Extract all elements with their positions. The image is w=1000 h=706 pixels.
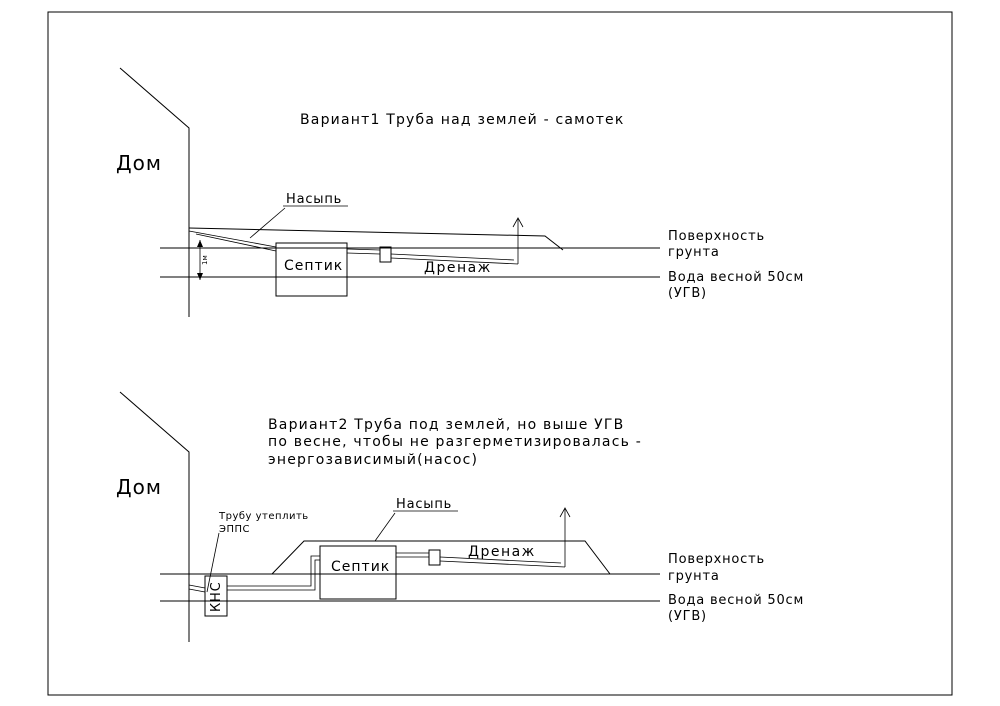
variant1-filter-box bbox=[379, 246, 392, 263]
variant2-kns-label: КНС bbox=[209, 582, 224, 612]
variant1-septic-tank bbox=[275, 242, 348, 297]
variant2-title-line1: Вариант2 Труба под землей, но выше УГВ bbox=[268, 417, 624, 433]
variant1-surface-label-line1: Поверхность bbox=[668, 229, 765, 244]
variant2-house-roof bbox=[119, 391, 190, 642]
variant2-embankment-label: Насыпь bbox=[396, 497, 452, 512]
variant1-drain-pipe-bottom bbox=[390, 257, 519, 265]
variant1-embankment-label: Насыпь bbox=[286, 192, 342, 207]
variant2-filter-box bbox=[428, 549, 441, 566]
variant2-pressure-pipe-bottom bbox=[227, 559, 320, 591]
variant2-insulate-label-line2: ЭППС bbox=[219, 524, 250, 535]
variant1-water-label-line1: Вода весной 50см bbox=[668, 270, 804, 285]
variant1-septic-label: Септик bbox=[284, 258, 343, 274]
variant2-insulate-label-line1: Трубу утеплить bbox=[218, 511, 309, 522]
variant2-septic-label: Септик bbox=[331, 559, 390, 575]
variant1-house-roof bbox=[119, 67, 190, 317]
variant1-surface-label-line2: грунта bbox=[668, 245, 720, 260]
variant2-kns-pump-station bbox=[204, 575, 228, 617]
variant2-house-pipe-top bbox=[188, 584, 206, 589]
variant1-drain-pipe-top bbox=[390, 253, 515, 261]
variant2-title-line3: энергозависимый(насос) bbox=[268, 452, 478, 468]
variant1-pipe-bottom bbox=[195, 233, 277, 252]
variant1-dimension-arrow-bottom bbox=[197, 273, 203, 280]
variant1-diagram: Вариант1 Труба над землей - самотек Дом … bbox=[116, 67, 804, 317]
variant2-vent-arrow-icon bbox=[559, 507, 571, 518]
variant2-surface-label-line1: Поверхность bbox=[668, 552, 765, 567]
variant2-surface-label-line2: грунта bbox=[668, 569, 720, 584]
variant2-house-label: Дом bbox=[116, 475, 162, 499]
variant2-water-label-line2: (УГВ) bbox=[668, 609, 707, 624]
variant1-title: Вариант1 Труба над землей - самотек bbox=[300, 112, 625, 128]
variant1-water-label-line2: (УГВ) bbox=[668, 286, 707, 301]
variant2-diagram: Вариант2 Труба под землей, но выше УГВ п… bbox=[116, 391, 804, 642]
variant2-pressure-pipe-top bbox=[227, 555, 320, 587]
variant2-drain-label: Дренаж bbox=[468, 544, 536, 560]
variant1-vent-arrow-icon bbox=[512, 217, 524, 228]
variant1-house-label: Дом bbox=[116, 151, 162, 175]
variant1-pipe-top bbox=[188, 230, 277, 248]
variant2-septic-tank bbox=[319, 545, 397, 600]
variant2-title-line2: по весне, чтобы не разгерметизировалась … bbox=[268, 434, 642, 450]
variant2-embankment bbox=[271, 540, 611, 575]
variant2-house-pipe-bottom bbox=[188, 588, 206, 593]
variant2-insulate-leader bbox=[206, 532, 220, 593]
variant1-drain-label: Дренаж bbox=[424, 260, 492, 276]
variant1-embankment-leader bbox=[249, 207, 286, 239]
sheet-frame bbox=[47, 11, 953, 696]
variant1-dimension-arrow-top bbox=[197, 240, 203, 247]
variant2-drain-pipe-top bbox=[439, 556, 562, 564]
variant1-dimension-label: 1м bbox=[201, 255, 209, 265]
variant2-water-label-line1: Вода весной 50см bbox=[668, 593, 804, 608]
variant1-outflow-pipe-bottom bbox=[346, 252, 381, 255]
variant2-drain-pipe-bottom bbox=[439, 560, 566, 568]
variant1-embankment bbox=[188, 227, 564, 251]
variant2-embankment-leader bbox=[374, 512, 396, 542]
variant1-outflow-pipe-top bbox=[346, 248, 381, 251]
